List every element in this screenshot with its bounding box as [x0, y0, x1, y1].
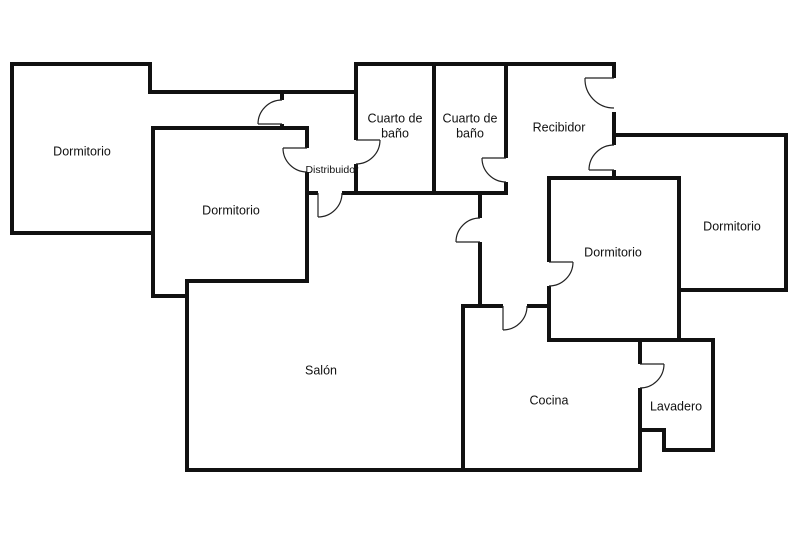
room-lavadero	[638, 338, 715, 452]
room-label-dormitorio: Dormitorio	[53, 144, 111, 158]
room-label-lavadero: Lavadero	[650, 399, 702, 413]
room-label-dormitorio: Dormitorio	[584, 245, 642, 259]
room-label-salon: Salón	[305, 363, 337, 377]
room-dormitorio-center-right	[547, 176, 681, 342]
door-icon	[637, 363, 665, 389]
door-icon	[317, 190, 343, 218]
room-label-distribuidor: Distribuidor	[305, 164, 359, 176]
door-icon	[282, 147, 310, 173]
door-icon	[588, 144, 617, 171]
room-label-bano-line2: baño	[456, 126, 484, 140]
door-icon	[502, 303, 528, 331]
walls	[10, 62, 788, 472]
room-label-dormitorio: Dormitorio	[202, 203, 260, 217]
room-label-dormitorio: Dormitorio	[703, 219, 761, 233]
door-icon	[257, 99, 285, 125]
room-label-recibidor: Recibidor	[533, 120, 586, 134]
door-icon	[546, 261, 574, 287]
doors	[257, 77, 665, 389]
room-label-bano-line1: Cuarto de	[368, 111, 423, 125]
room-label-bano-line2: baño	[381, 126, 409, 140]
door-icon	[584, 77, 617, 112]
door-icon	[481, 157, 509, 183]
door-icon	[353, 139, 381, 165]
door-icon	[455, 217, 483, 243]
room-labels: Dormitorio Dormitorio Distribuidor Cuart…	[53, 111, 761, 413]
room-label-cocina: Cocina	[530, 393, 569, 407]
room-label-bano-line1: Cuarto de	[443, 111, 498, 125]
